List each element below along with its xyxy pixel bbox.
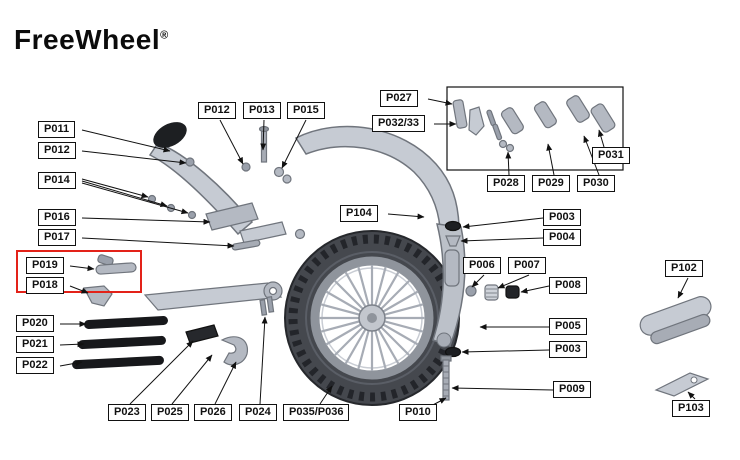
axle-stack-parts	[440, 220, 520, 401]
hardware-cluster-parts	[452, 95, 616, 153]
lower-arm-parts	[143, 281, 283, 366]
plate-part	[654, 372, 710, 397]
registered-mark: ®	[160, 29, 169, 42]
brand-logo: FreeWheel®	[14, 24, 169, 56]
plunger-part	[83, 254, 137, 307]
rod-parts	[72, 316, 168, 370]
brand-name: FreeWheel	[14, 24, 161, 55]
wheel-part	[284, 230, 460, 406]
highlight-rectangle	[16, 250, 142, 293]
leader-lines	[59, 98, 696, 407]
curved-fork-arm-part	[294, 125, 460, 229]
hardware-cluster-box	[446, 86, 624, 171]
pad-part	[639, 296, 712, 345]
